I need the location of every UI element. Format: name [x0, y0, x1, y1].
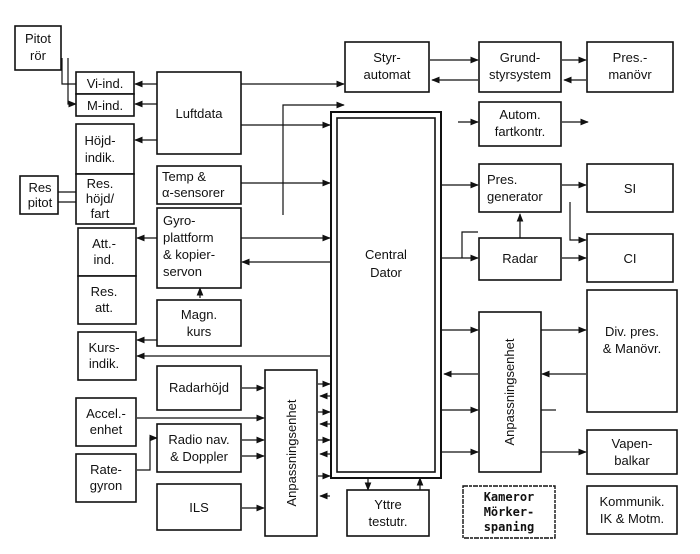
res-pitot-label-1: Res [28, 180, 52, 195]
luftdata-label: Luftdata [176, 106, 224, 121]
div-pres-manovr-label-1: Div. pres. [605, 324, 659, 339]
central-dator-box: Central Dator [330, 111, 442, 479]
connections [58, 56, 589, 512]
radio-nav-label-1: Radio nav. [168, 432, 229, 447]
pitot-ror-box: Pitot rör [14, 25, 62, 71]
kameror-box: Kameror Mörker- spaning [462, 485, 556, 539]
radarhojd-box: Radarhöjd [156, 365, 242, 411]
ils-box: ILS [156, 483, 242, 531]
vapenbalkar-label-1: Vapen- [612, 436, 653, 451]
res-att-label-2: att. [95, 300, 113, 315]
hojd-indik-label-1: Höjd- [84, 133, 115, 148]
kurs-indik-label-1: Kurs- [88, 340, 119, 355]
div-pres-manovr-box: Div. pres. & Manövr. [586, 289, 678, 413]
styrautomat-label-1: Styr- [373, 50, 400, 65]
si-box: SI [586, 163, 674, 213]
gyroplattform-label-2: plattform [163, 230, 214, 245]
pres-generator-label-2: generator [487, 189, 543, 204]
anpassningsenhet-right-label: Anpassningsenhet [502, 338, 517, 445]
kameror-label-2: Mörker- [484, 505, 535, 519]
kameror-label-3: spaning [484, 520, 535, 534]
pitot-ror-label-2: rör [30, 48, 47, 63]
rate-gyron-label-1: Rate- [90, 462, 122, 477]
luftdata-box: Luftdata [156, 71, 242, 155]
gyroplattform-label-1: Gyro- [163, 213, 196, 228]
accel-enhet-box: Accel.- enhet [75, 397, 137, 447]
styrautomat-label-2: automat [364, 67, 411, 82]
vapenbalkar-label-2: balkar [614, 453, 650, 468]
ils-label: ILS [189, 500, 209, 515]
hojd-indik-label-2: indik. [85, 150, 115, 165]
gyroplattform-box: Gyro- plattform & kopier- servon [156, 207, 242, 289]
res-hojd-fart-label-2: höjd/ [86, 191, 115, 206]
magn-kurs-label-2: kurs [187, 324, 212, 339]
hojd-indik-box: Höjd- indik. [75, 123, 135, 175]
ci-label: CI [624, 251, 637, 266]
accel-enhet-label-2: enhet [90, 422, 123, 437]
anpassningsenhet-right-box: Anpassningsenhet [478, 311, 542, 473]
grundstyrsystem-box: Grund- styrsystem [478, 41, 562, 93]
vi-ind-box: Vi-ind. [75, 71, 135, 95]
radio-nav-box: Radio nav. & Doppler [156, 423, 242, 473]
pres-generator-label-1: Pres. [487, 172, 517, 187]
grundstyrsystem-label-1: Grund- [500, 50, 540, 65]
div-pres-manovr-label-2: & Manövr. [603, 341, 662, 356]
kurs-indik-label-2: indik. [89, 356, 119, 371]
kommunik-box: Kommunik. IK & Motm. [586, 485, 678, 535]
vapenbalkar-box: Vapen- balkar [586, 429, 678, 475]
pres-manovr-label-1: Pres.- [613, 50, 648, 65]
att-ind-box: Att.- ind. [77, 227, 137, 277]
m-ind-box: M-ind. [75, 93, 135, 117]
pitot-ror-label-1: Pitot [25, 31, 51, 46]
res-hojd-fart-label-1: Res. [87, 176, 114, 191]
anpassningsenhet-left-box: Anpassningsenhet [264, 369, 318, 537]
gyroplattform-label-3: & kopier- [163, 247, 215, 262]
temp-sensorer-label-2: α-sensorer [162, 185, 225, 200]
radio-nav-label-2: & Doppler [170, 449, 228, 464]
si-label: SI [624, 181, 636, 196]
vi-ind-label: Vi-ind. [87, 76, 124, 91]
res-pitot-label-2: pitot [28, 195, 53, 210]
gyroplattform-label-4: servon [163, 264, 202, 279]
temp-sensorer-box: Temp & α-sensorer [156, 165, 242, 205]
central-dator-label-2: Dator [370, 265, 402, 280]
radar-box: Radar [478, 237, 562, 281]
yttre-testutr-label-1: Yttre [374, 497, 401, 512]
pres-manovr-label-2: manövr [608, 67, 652, 82]
radar-label: Radar [502, 251, 538, 266]
kurs-indik-box: Kurs- indik. [77, 331, 137, 381]
kameror-label-1: Kameror [484, 490, 535, 504]
att-ind-label-2: ind. [94, 252, 115, 267]
magn-kurs-label-1: Magn. [181, 307, 217, 322]
rate-gyron-box: Rate- gyron [75, 453, 137, 503]
central-dator-label-1: Central [365, 247, 407, 262]
m-ind-label: M-ind. [87, 98, 123, 113]
styrautomat-box: Styr- automat [344, 41, 430, 93]
autom-fartkontr-box: Autom. fartkontr. [478, 101, 562, 147]
res-hojd-fart-box: Res. höjd/ fart [75, 173, 135, 225]
accel-enhet-label-1: Accel.- [86, 406, 126, 421]
res-att-label-1: Res. [91, 284, 118, 299]
res-hojd-fart-label-3: fart [91, 206, 110, 221]
temp-sensorer-label-1: Temp & [162, 169, 206, 184]
grundstyrsystem-label-2: styrsystem [489, 67, 551, 82]
att-ind-label-1: Att.- [92, 236, 116, 251]
rate-gyron-label-2: gyron [90, 478, 123, 493]
res-att-box: Res. att. [77, 275, 137, 325]
yttre-testutr-box: Yttre testutr. [346, 489, 430, 537]
autom-fartkontr-label-1: Autom. [499, 107, 540, 122]
autom-fartkontr-label-2: fartkontr. [495, 124, 546, 139]
pres-generator-box: Pres. generator [478, 163, 562, 213]
yttre-testutr-label-2: testutr. [368, 514, 407, 529]
anpassningsenhet-left-label: Anpassningsenhet [284, 399, 299, 506]
radarhojd-label: Radarhöjd [169, 380, 229, 395]
res-pitot-box: Res pitot [19, 175, 59, 215]
kommunik-label-2: IK & Motm. [600, 511, 664, 526]
pres-manovr-box: Pres.- manövr [586, 41, 674, 93]
magn-kurs-box: Magn. kurs [156, 299, 242, 347]
kommunik-label-1: Kommunik. [599, 494, 664, 509]
ci-box: CI [586, 233, 674, 283]
